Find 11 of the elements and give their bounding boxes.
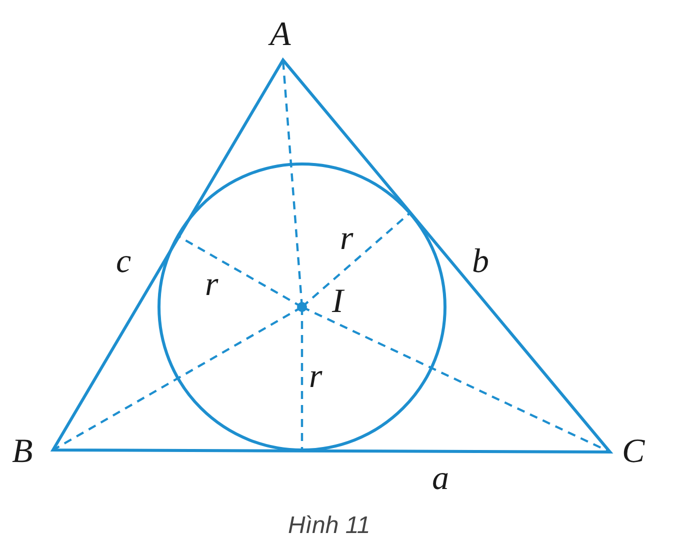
point-label: a — [432, 462, 449, 496]
point-label: I — [332, 285, 344, 319]
point-label: r — [340, 222, 354, 256]
point-label: r — [309, 360, 322, 394]
point-label: C — [622, 435, 645, 469]
point-label: B — [12, 435, 33, 469]
point-label: r — [205, 268, 218, 302]
point-label: c — [116, 245, 132, 279]
point-label: A — [270, 18, 291, 52]
figure-caption: Hình 11 — [288, 512, 370, 540]
point-label: b — [472, 245, 489, 279]
